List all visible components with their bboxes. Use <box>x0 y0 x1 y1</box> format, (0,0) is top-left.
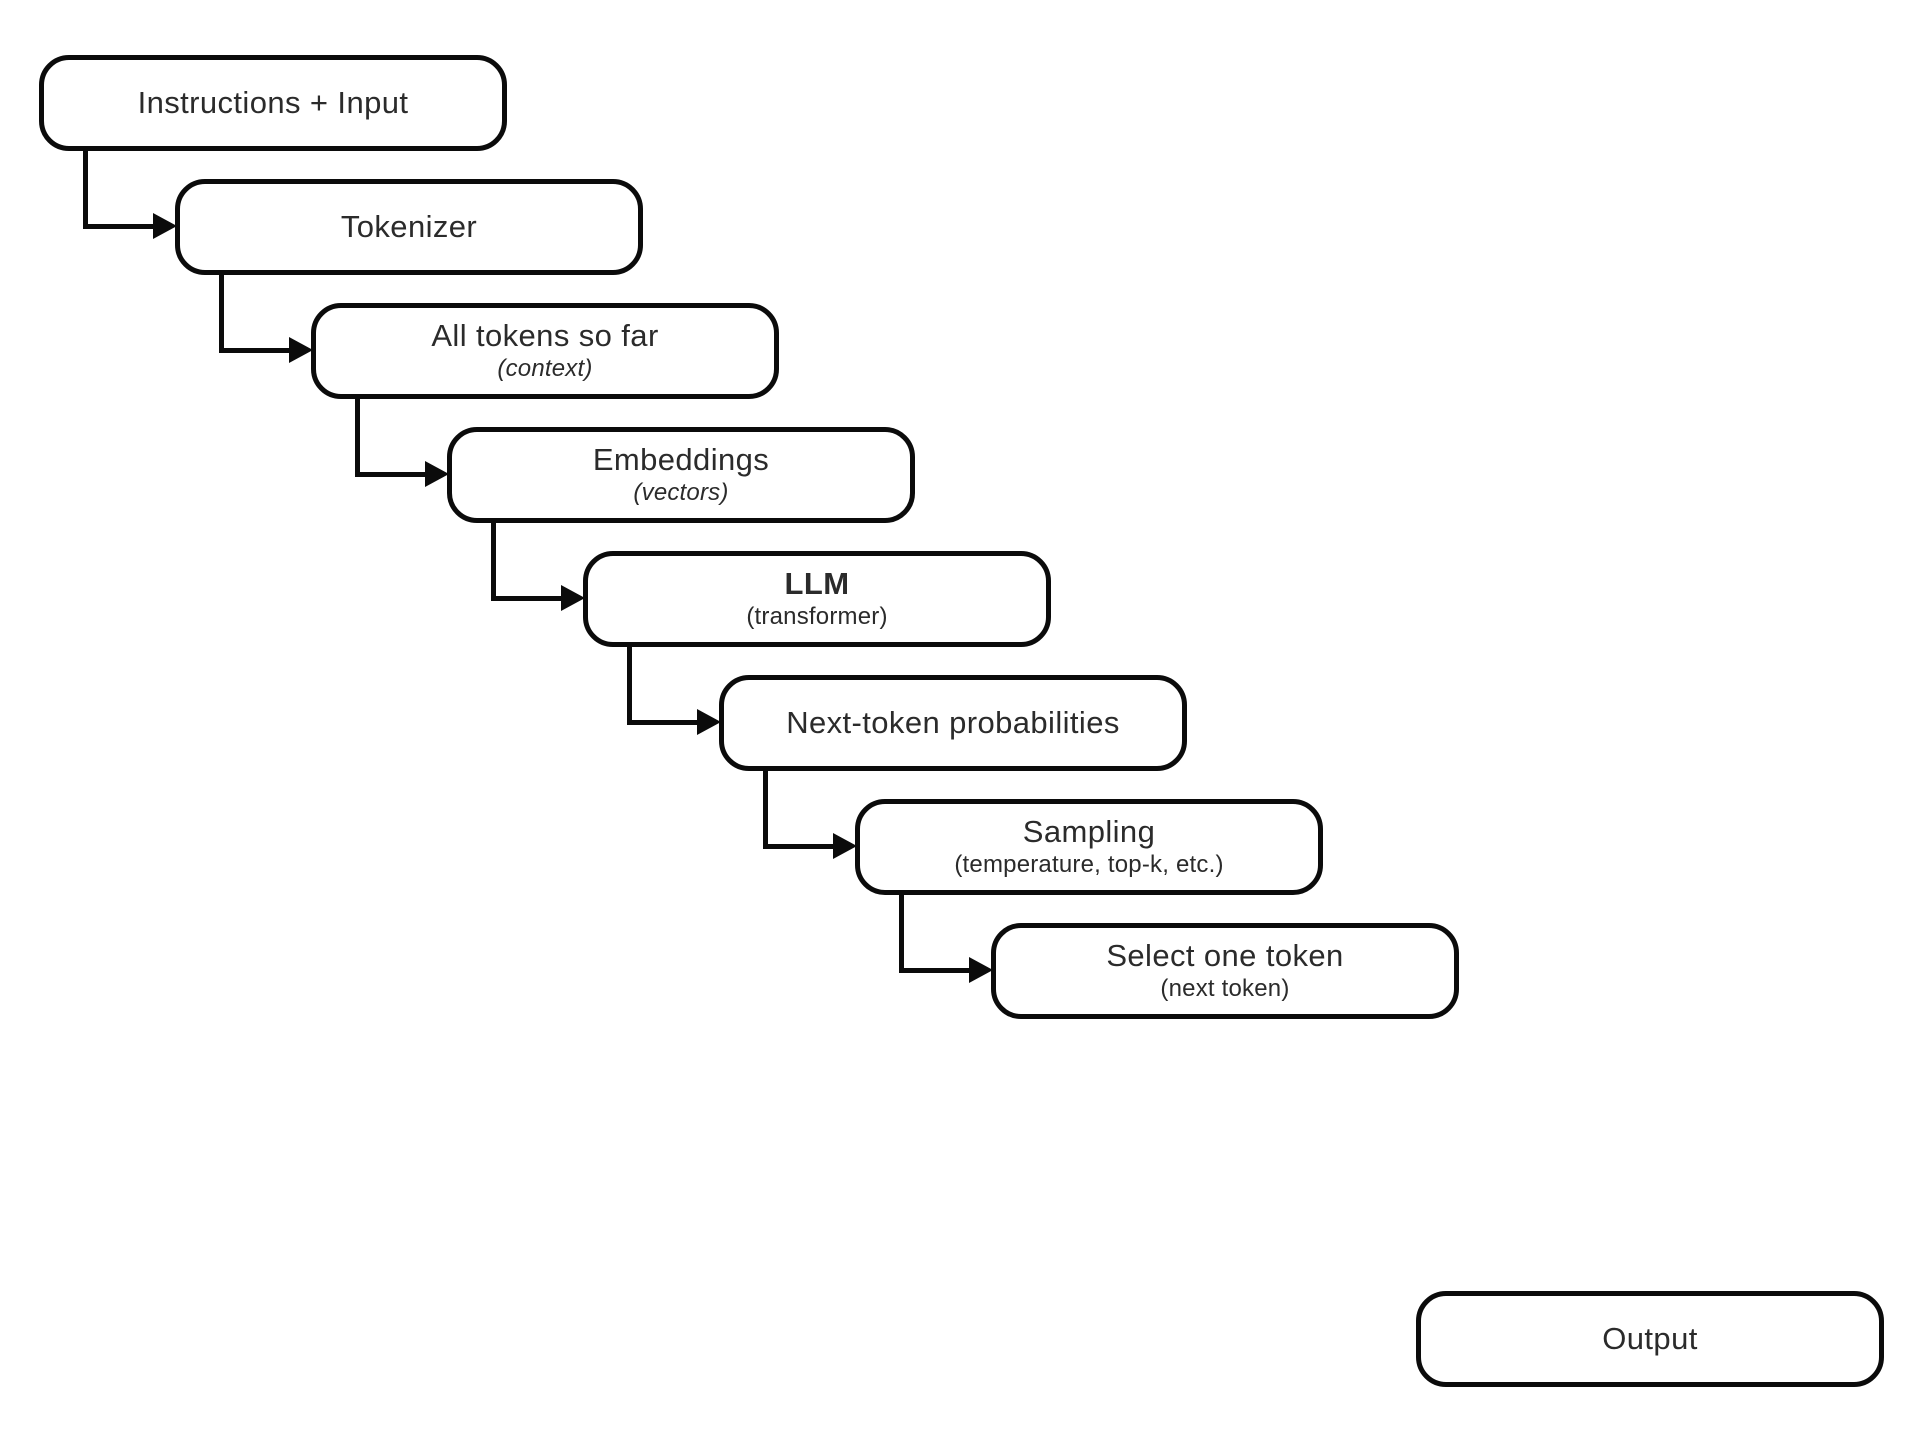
connector-line <box>83 224 153 229</box>
node-sublabel: (vectors) <box>633 479 729 507</box>
node-sampling: Sampling (temperature, top-k, etc.) <box>855 799 1323 895</box>
node-next-token-probabilities: Next-token probabilities <box>719 675 1187 771</box>
arrow-right-icon <box>969 957 993 983</box>
arrow-right-icon <box>289 337 313 363</box>
node-all-tokens-so-far: All tokens so far (context) <box>311 303 779 399</box>
node-sublabel: (next token) <box>1160 975 1290 1003</box>
node-select-one-token: Select one token (next token) <box>991 923 1459 1019</box>
connector-line <box>219 275 224 353</box>
connector-line <box>627 647 632 725</box>
connector-line <box>627 720 697 725</box>
connector-line <box>83 151 88 229</box>
connector-line <box>355 472 425 477</box>
node-instructions-input: Instructions + Input <box>39 55 507 151</box>
node-sublabel: (transformer) <box>746 603 888 631</box>
connector-line <box>491 523 496 601</box>
node-label: Next-token probabilities <box>786 704 1120 740</box>
node-tokenizer: Tokenizer <box>175 179 643 275</box>
arrow-right-icon <box>697 709 721 735</box>
node-embeddings: Embeddings (vectors) <box>447 427 915 523</box>
arrow-right-icon <box>425 461 449 487</box>
node-label: Select one token <box>1106 938 1344 974</box>
connector-line <box>899 968 969 973</box>
node-label: Instructions + Input <box>137 84 409 120</box>
connector-line <box>355 399 360 477</box>
node-llm: LLM (transformer) <box>583 551 1051 647</box>
node-sublabel: (temperature, top-k, etc.) <box>954 851 1224 879</box>
node-label: Output <box>1602 1320 1698 1356</box>
node-sublabel: (context) <box>497 355 593 383</box>
connector-line <box>491 596 561 601</box>
arrow-right-icon <box>153 213 177 239</box>
node-output: Output <box>1416 1291 1884 1387</box>
connector-line <box>219 348 289 353</box>
node-label: Sampling <box>1022 814 1156 850</box>
arrow-right-icon <box>833 833 857 859</box>
node-label: Embeddings <box>592 442 770 478</box>
connector-line <box>763 771 768 849</box>
connector-line <box>763 844 833 849</box>
node-label: Tokenizer <box>340 208 478 244</box>
arrow-right-icon <box>561 585 585 611</box>
node-label: All tokens so far <box>431 318 659 354</box>
node-label: LLM <box>784 566 850 602</box>
connector-line <box>899 895 904 973</box>
